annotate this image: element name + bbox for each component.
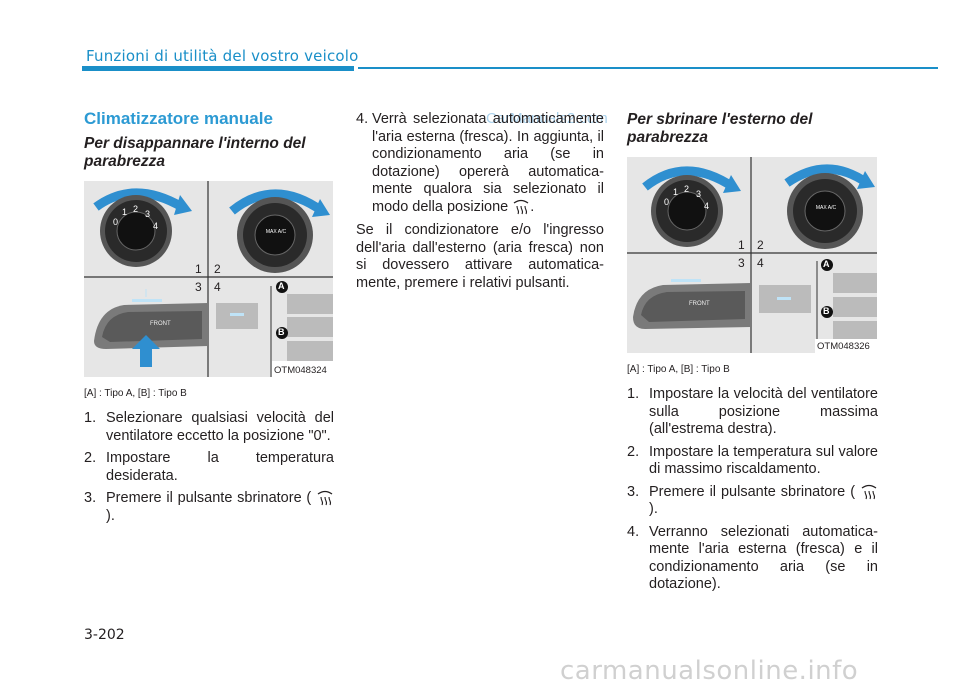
middle-paragraph: Se il condizionatore e/o l'ingresso dell… [356, 222, 604, 291]
defrost-icon [513, 199, 529, 214]
fig-num-2: 2 [757, 238, 764, 252]
front-label: FRONT [150, 321, 171, 327]
fig-num-1: 1 [738, 238, 745, 252]
step-number: 2. [627, 443, 640, 460]
step-number: 4. [627, 523, 640, 540]
step-text: Premere il pulsante sbrinatore ( [649, 483, 856, 500]
dial-num-0: 0 [664, 197, 670, 207]
dial-num-2: 2 [684, 184, 690, 194]
watermark-top: CarManuals2.com [486, 110, 608, 127]
step-number: 1. [627, 386, 640, 402]
list-item: 2. Impostare la temperatura desiderata. [84, 450, 334, 485]
left-steps: 1. Selezionare qualsiasi velocità del ve… [84, 410, 334, 530]
figure-right: 0 1 2 3 4 MAX A/C FRONT 1 2 3 4 A B OTM0… [627, 157, 877, 353]
dial-num-2: 2 [133, 204, 139, 214]
figure-code: OTM048324 [274, 365, 327, 376]
list-item: 2. Impostare la temperatura sul valore d… [627, 444, 878, 479]
step-number: 3. [84, 490, 97, 506]
step-text: Verrà selezionata automaticamente l'aria… [372, 111, 604, 215]
fig-num-1: 1 [195, 262, 202, 276]
step-text-end: . [530, 198, 535, 215]
header-bar [82, 66, 354, 71]
left-subtitle: Per disappannare l'interno del parabrezz… [84, 135, 306, 170]
fig-num-2: 2 [214, 262, 221, 276]
figure-code: OTM048326 [817, 341, 870, 352]
step-text: Selezionare qualsiasi velocità del venti… [106, 410, 334, 444]
list-item: 1. Selezionare qualsiasi velocità del ve… [84, 410, 334, 445]
fig-label-a: A [278, 281, 285, 291]
step-text-wrap: Verrà selezionata automaticamente l'aria… [372, 111, 604, 216]
middle-column: 4. Verrà selezionata automaticamente l'a… [356, 111, 604, 292]
max-ac-label: MAX A/C [265, 229, 287, 235]
figure-right-illustration [627, 157, 877, 353]
step-text: Premere il pulsante sbrinatore ( [106, 490, 312, 506]
front-label: FRONT [689, 301, 710, 307]
list-item: 3. Premere il pulsante sbrinatore ( ). [84, 490, 334, 525]
dial-num-4: 4 [704, 201, 710, 211]
fig-num-3: 3 [738, 256, 745, 270]
fig-num-3: 3 [195, 280, 202, 294]
defrost-icon [861, 484, 877, 499]
fig-label-a: A [823, 259, 830, 269]
dial-num-4: 4 [153, 221, 159, 231]
step-number: 3. [627, 483, 640, 500]
list-item: 1. Impostare la velocità del ventilatore… [627, 386, 878, 439]
step-text-end: ). [649, 501, 658, 517]
figure-left: 0 1 2 3 4 MAX A/C FRONT 1 2 3 4 A B OTM0… [84, 181, 333, 377]
dial-num-1: 1 [122, 207, 128, 217]
step-text: Impostare la temperatura sul valore di m… [649, 443, 878, 478]
step-number: 4. [356, 111, 369, 127]
step-text: Verranno selezionati automatica-mente l'… [649, 523, 878, 593]
step-text-wrap: Premere il pulsante sbrinatore ( ). [106, 490, 334, 525]
dial-num-1: 1 [673, 187, 679, 197]
max-ac-label: MAX A/C [815, 205, 837, 211]
right-subtitle: Per sbrinare l'esterno del parabrezza [627, 111, 813, 146]
defrost-icon [317, 491, 333, 506]
header-rule [358, 67, 938, 69]
list-item: 4. Verranno selezionati automatica-mente… [627, 524, 878, 594]
fig-num-4: 4 [214, 280, 221, 294]
fig-label-b: B [278, 327, 285, 337]
step-number: 2. [84, 450, 97, 466]
right-caption: [A] : Tipo A, [B] : Tipo B [627, 364, 730, 375]
list-item: 3. Premere il pulsante sbrinatore ( ). [627, 484, 878, 519]
page-number: 3-202 [84, 627, 125, 643]
dial-num-0: 0 [113, 217, 119, 227]
step-number: 1. [84, 410, 97, 426]
step-text: Impostare la velocità del ventilatore su… [649, 386, 878, 437]
dial-num-3: 3 [696, 189, 702, 199]
figure-left-illustration [84, 181, 333, 377]
step-text-end: ). [106, 507, 115, 524]
dial-num-3: 3 [145, 209, 151, 219]
section-title: Climatizzatore manuale [84, 109, 273, 128]
step-text-wrap: Premere il pulsante sbrinatore ( ). [649, 484, 878, 519]
step-text: Impostare la temperatura desiderata. [106, 450, 334, 484]
list-item: 4. Verrà selezionata automaticamente l'a… [356, 111, 604, 216]
fig-num-4: 4 [757, 256, 764, 270]
fig-label-b: B [823, 306, 830, 316]
header-title: Funzioni di utilità del vostro veicolo [86, 47, 359, 65]
watermark-bottom: carmanualsonline.info [560, 656, 859, 686]
left-caption: [A] : Tipo A, [B] : Tipo B [84, 388, 187, 399]
right-steps: 1. Impostare la velocità del ventilatore… [627, 386, 878, 599]
